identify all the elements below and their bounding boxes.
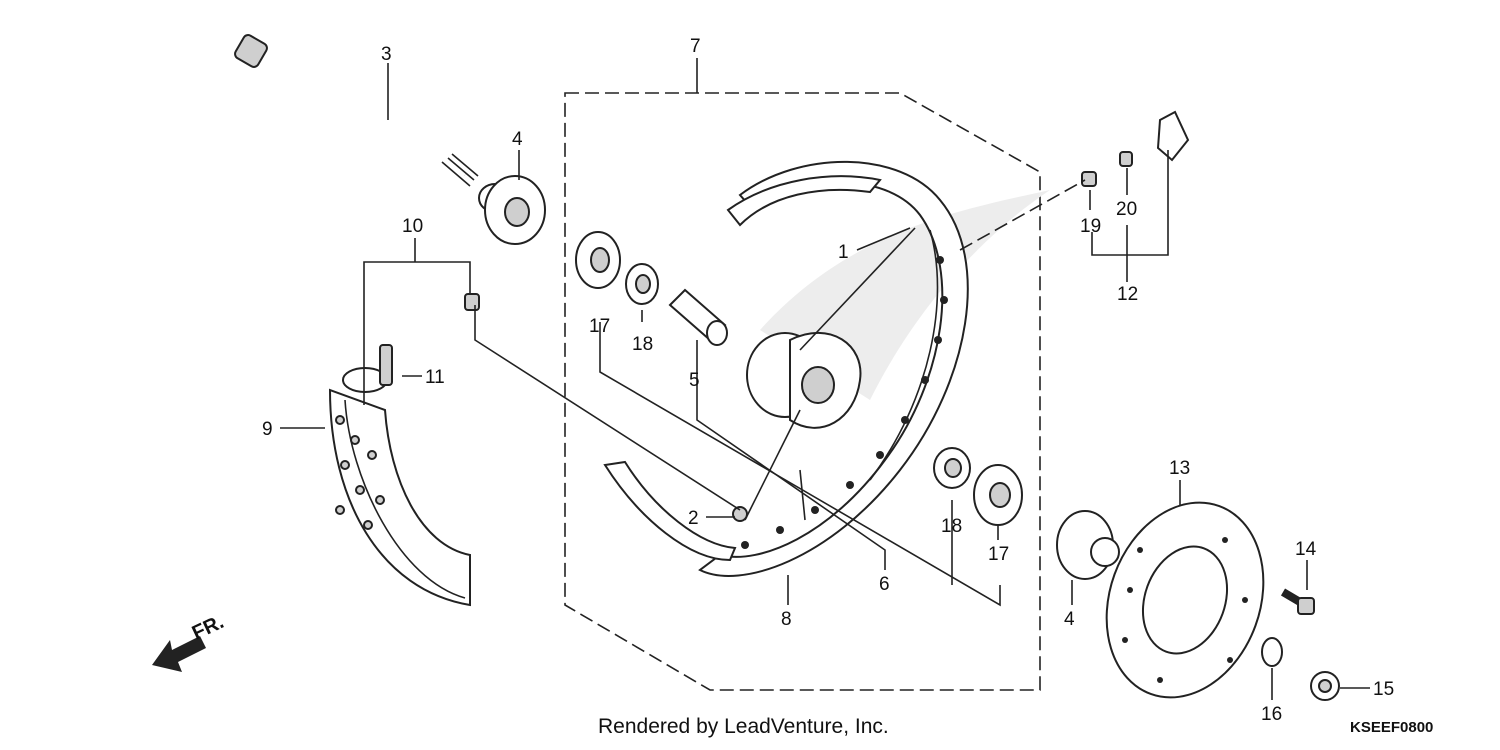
front-arrow-icon: [152, 636, 206, 672]
callout-18-right: 18: [941, 516, 962, 537]
valve-stem-part: [1156, 110, 1190, 162]
callout-20: 20: [1116, 199, 1137, 220]
right-collar-part: [1056, 510, 1120, 580]
callout-4-right: 4: [1064, 609, 1075, 630]
distance-collar-part: [668, 288, 728, 346]
callout-14: 14: [1295, 539, 1317, 560]
leader-lines: [280, 58, 1370, 700]
valve-cap-part: [464, 293, 480, 311]
callout-7: 7: [690, 36, 701, 57]
valve-nut-19-part: [1081, 171, 1097, 187]
axle-part: [234, 34, 479, 187]
callout-1: 1: [838, 242, 849, 263]
callout-18-left: 18: [632, 334, 653, 355]
callout-13: 13: [1169, 458, 1190, 479]
assembly-boundary: [564, 92, 1041, 691]
wheel-hub-part: [746, 331, 862, 429]
callout-2: 2: [688, 508, 699, 529]
callout-4-left: 4: [512, 129, 523, 150]
right-bearings-part: [933, 447, 1023, 526]
callout-6: 6: [879, 574, 890, 595]
callout-3: 3: [381, 44, 392, 65]
rendered-by-footer: Rendered by LeadVenture, Inc.: [598, 715, 889, 738]
callout-17-left: 17: [589, 316, 610, 337]
callout-16: 16: [1261, 704, 1282, 725]
callout-12: 12: [1117, 284, 1138, 305]
spoke-part: [799, 227, 916, 351]
washer-part: [1261, 637, 1283, 667]
callout-11: 11: [425, 367, 445, 388]
wheel-rim-part: [698, 160, 969, 577]
callout-5: 5: [689, 370, 700, 391]
brake-disc-part: [1105, 501, 1265, 699]
valve-nut-20-part: [1119, 151, 1133, 167]
rim-band-part: [603, 175, 882, 562]
callout-9: 9: [262, 419, 273, 440]
callout-17-right: 17: [988, 544, 1009, 565]
callout-19: 19: [1080, 216, 1101, 237]
left-collar-part: [478, 175, 546, 245]
diagram-code: KSEEF0800: [1350, 719, 1433, 736]
front-direction-indicator: FR.: [152, 611, 227, 672]
tire-part: [328, 344, 471, 607]
nut-part: [1310, 671, 1340, 701]
callout-10: 10: [402, 216, 423, 237]
callout-15: 15: [1373, 679, 1394, 700]
left-bearings-part: [575, 231, 659, 305]
callout-8: 8: [781, 609, 792, 630]
spoke-nipple-part: [732, 506, 748, 522]
disc-bolt-part: [1280, 588, 1315, 615]
